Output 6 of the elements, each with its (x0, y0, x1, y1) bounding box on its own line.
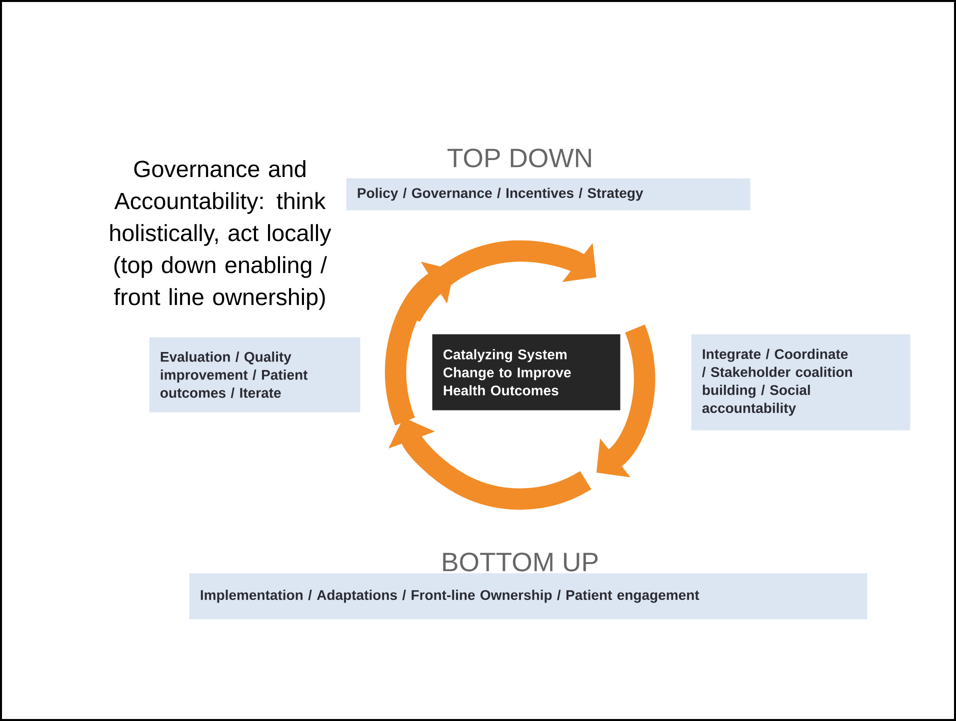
heading-text: Governance and Accountability: think holistically, act locally (top down enabling / front line ownership) (110, 160, 332, 310)
text-box: Integrate / Coordinate / Stakeholder coalition building / Social accountability (691, 334, 910, 430)
text-box: Policy / Governance / Incentives / Strategy (346, 178, 750, 210)
text-box: Implementation / Adaptations / Front-line Ownership / Patient engagement (189, 573, 868, 620)
text-box: Catalyzing System Change to Improve Health Outcomes (432, 334, 620, 410)
text-box: Evaluation / Quality improvement / Patient outcomes / Iterate (149, 337, 360, 412)
